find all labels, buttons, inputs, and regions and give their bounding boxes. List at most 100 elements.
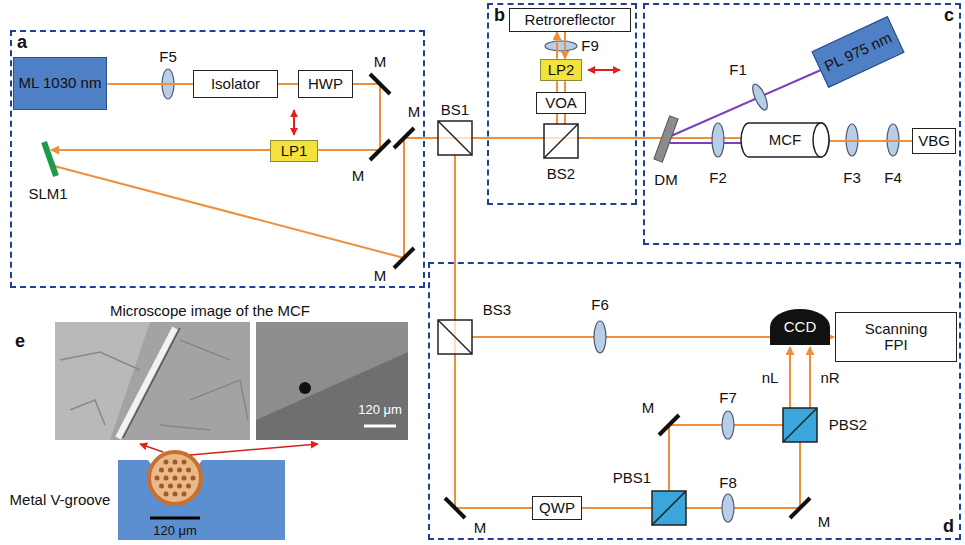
laser-beam — [51, 84, 834, 508]
panel-frame: ML 1030 nm Isolator HWP LP1 a — [10, 30, 425, 288]
camera-outline — [770, 309, 830, 345]
v-groove-sketch — [173, 476, 178, 481]
v-groove-sketch — [168, 468, 173, 473]
beam-connector — [564, 32, 566, 59]
microscope-photo — [256, 322, 408, 440]
beam-connector — [564, 81, 566, 92]
splitter-label: BS1 — [441, 102, 469, 119]
v-groove-sketch — [164, 476, 169, 481]
mirror-label: M — [352, 168, 365, 185]
laser-beam — [556, 114, 558, 124]
laser-beam — [564, 114, 566, 124]
lens-label: F9 — [581, 38, 599, 55]
beamsplitter-cube — [438, 121, 472, 155]
beamsplitter-cube — [438, 121, 817, 525]
panel-letter: b — [494, 6, 505, 26]
component-name: LP1 — [281, 143, 308, 160]
laser-beam — [379, 84, 381, 150]
laser-beam — [809, 347, 811, 408]
splitter-label: BS2 — [547, 166, 575, 183]
mirror-label: M — [818, 514, 831, 531]
v-groove-sketch — [159, 468, 164, 473]
panel-letter: a — [17, 33, 27, 53]
beamsplitter-cube — [783, 408, 817, 442]
beam-connector — [556, 32, 558, 59]
mirror-symbol — [790, 498, 810, 518]
pump-laser-box: PL 975 nm — [811, 16, 904, 88]
component-name: Isolator — [211, 76, 260, 93]
laser-beam — [670, 137, 744, 139]
mirror-label: M — [374, 54, 387, 71]
pump-beam — [670, 142, 744, 144]
component-name: Scanning FPI — [856, 321, 936, 354]
component-name: CCD — [784, 319, 817, 336]
beamsplitter-cube — [544, 124, 578, 158]
v-groove-sketch — [150, 517, 200, 520]
laser-beam — [789, 347, 791, 408]
waveplate-box: HWP — [298, 70, 353, 98]
component-name: MCF — [769, 132, 802, 149]
polarizer-box: LP2 — [540, 59, 582, 82]
scale-label: 120 μm — [358, 403, 402, 417]
camera-dome: CCD — [770, 309, 830, 345]
mirror-label: M — [474, 520, 487, 537]
microscope-photo — [299, 382, 311, 394]
microscope-photo — [55, 322, 408, 440]
laser-beam — [403, 138, 405, 258]
lens-symbol — [712, 123, 724, 157]
fiber-outline — [741, 123, 829, 157]
panel-frame: PL 975 nmMCFVBGc — [643, 3, 961, 245]
grating-box: VBG — [912, 128, 956, 154]
rotation-arrow — [588, 69, 620, 71]
beamsplitter-cube — [544, 124, 578, 158]
dichroic-mirror — [654, 116, 678, 162]
laser-beam — [799, 442, 801, 508]
fiber-end-face — [813, 123, 829, 157]
v-groove-sketch — [191, 476, 196, 481]
v-groove-sketch — [155, 476, 160, 481]
microscope-photo — [123, 328, 180, 438]
v-groove-sketch — [177, 468, 182, 473]
scale-label: 120 μm — [153, 524, 197, 538]
microscope-photo — [364, 425, 396, 428]
component-name: VOA — [545, 95, 577, 112]
component-name: ML 1030 nm — [19, 75, 102, 92]
lens-symbol — [722, 411, 734, 439]
lens-symbol — [162, 41, 899, 522]
microscope-photo — [60, 340, 248, 430]
component-name: PL 975 nm — [822, 29, 894, 74]
component-name: LP2 — [548, 62, 575, 79]
beamsplitter-cube — [652, 491, 686, 525]
v-groove-sketch — [164, 460, 169, 465]
v-groove-sketch — [173, 492, 178, 497]
microscope-photo — [256, 322, 408, 420]
lens-label: F2 — [709, 170, 727, 187]
mirror-symbol — [445, 498, 465, 518]
lens-label: F7 — [719, 390, 737, 407]
laser-beam — [51, 149, 380, 151]
mirror-label: M — [374, 268, 387, 285]
v-groove-sketch — [168, 484, 173, 489]
beam-label: nR — [820, 370, 839, 387]
interferometer-box: Scanning FPI — [835, 312, 957, 362]
mirror-symbol — [370, 140, 390, 160]
beam-label: nL — [762, 370, 779, 387]
laser-beam — [54, 166, 404, 258]
component-name: HWP — [308, 76, 343, 93]
splitter-label: PBS2 — [829, 417, 867, 434]
fiber-cylinder: MCF — [740, 122, 830, 158]
lens-symbol — [594, 321, 606, 353]
lens-symbol — [722, 494, 734, 522]
lens-label: F8 — [719, 475, 737, 492]
beam-connector — [107, 83, 193, 85]
v-groove-sketch — [159, 484, 164, 489]
v-groove-sketch — [149, 452, 201, 504]
lens-label: F4 — [884, 170, 902, 187]
microscope-photo — [118, 328, 175, 438]
beamsplitter-cube — [652, 491, 686, 525]
mirror-symbol — [659, 415, 679, 435]
splitter-label: BS3 — [483, 302, 511, 319]
